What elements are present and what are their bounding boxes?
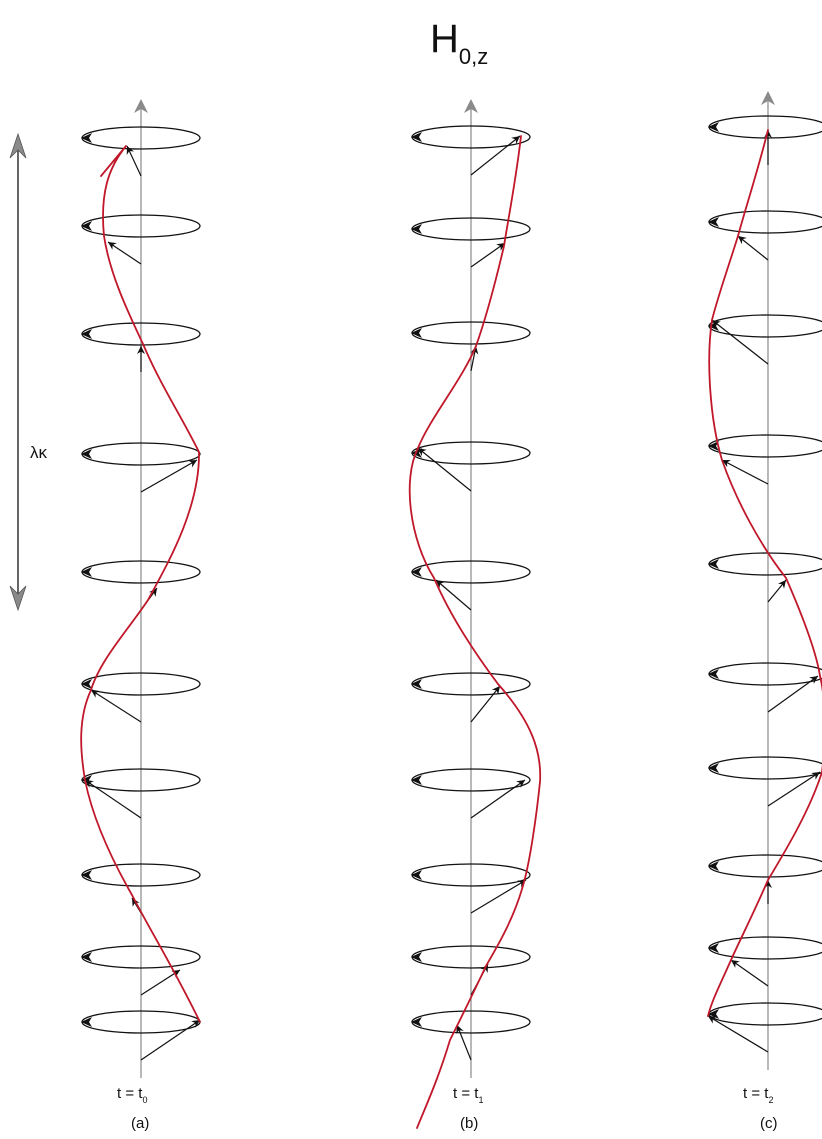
spin-vector [140, 969, 181, 996]
helix-curve-b [408, 135, 542, 1129]
spin-vector [107, 241, 142, 265]
precession-loop [708, 854, 822, 878]
time-label-b: t = t1 [453, 1085, 483, 1105]
loop-arrowhead [81, 449, 92, 459]
wavelength-label: λκ [30, 443, 48, 462]
spin-vector [730, 959, 769, 987]
loop-arrowhead [411, 775, 422, 785]
loop-arrowhead [411, 870, 422, 880]
loop-arrowhead [708, 559, 719, 569]
precession-loop [708, 662, 822, 686]
loop-arrowhead [708, 321, 719, 331]
loop-arrowhead [411, 224, 422, 234]
spin-vector [767, 675, 819, 713]
panel-c [707, 91, 822, 1070]
wavelength-arrow-bottom-head [9, 585, 27, 612]
spin-vector [470, 135, 521, 176]
spin-vector [707, 1015, 769, 1053]
precession-loop [708, 115, 822, 139]
precession-loop [708, 936, 822, 960]
panel-a [80, 99, 201, 1078]
panel-b [408, 99, 542, 1129]
spin-vector [767, 579, 787, 603]
precession-loop [708, 434, 822, 458]
wavelength-arrow [9, 132, 27, 612]
precession-loop [708, 1002, 822, 1026]
precession-loop [708, 210, 822, 234]
loop-arrowhead [708, 943, 719, 953]
caption-a: (a) [131, 1115, 149, 1132]
loop-arrowhead [411, 679, 422, 689]
loop-arrowhead [81, 679, 92, 689]
spin-vector [767, 771, 821, 807]
loop-arrowhead [81, 952, 92, 962]
loop-arrowhead [708, 763, 719, 773]
spin-vector [140, 1019, 201, 1061]
loop-arrowhead [81, 133, 92, 143]
spin-vector [456, 1024, 472, 1061]
spin-vector [435, 579, 472, 611]
loop-arrowhead [411, 132, 422, 142]
wavelength-arrow-top-head [9, 132, 27, 159]
precession-loop [708, 552, 822, 576]
precession-loop [708, 314, 822, 338]
spin-vector [84, 779, 142, 819]
spin-vector [470, 242, 506, 268]
loop-arrowhead [411, 1017, 422, 1027]
caption-b: (b) [460, 1115, 478, 1132]
loop-arrowhead [81, 221, 92, 231]
spin-vector [711, 319, 769, 365]
precession-loop [708, 756, 822, 780]
loop-arrowhead [411, 328, 422, 338]
loop-arrowhead [708, 441, 719, 451]
loop-arrowhead [708, 122, 719, 132]
time-label-a: t = t0 [117, 1085, 147, 1105]
loop-arrowhead [411, 952, 422, 962]
loop-arrowhead [81, 567, 92, 577]
loop-arrowhead [81, 329, 92, 339]
loop-arrowhead [81, 1017, 92, 1027]
spin-vector [417, 447, 472, 492]
helix-curve-a [80, 145, 201, 1023]
time-label-c: t = t2 [743, 1085, 773, 1105]
spin-vector [140, 459, 198, 493]
loop-arrowhead [411, 567, 422, 577]
spin-vector [126, 145, 142, 177]
loop-arrowhead [708, 861, 719, 871]
spin-vector [721, 459, 769, 485]
spin-vector [470, 779, 526, 819]
spin-vector [470, 879, 527, 914]
caption-c: (c) [760, 1115, 778, 1132]
spin-vector [737, 235, 769, 261]
helix-curve-c [707, 129, 822, 1017]
loop-arrowhead [81, 870, 92, 880]
figure-title: H0,z [430, 17, 488, 69]
loop-arrowhead [708, 669, 719, 679]
spin-vector [470, 685, 501, 723]
loop-arrowhead [708, 217, 719, 227]
spin-vector [90, 689, 142, 723]
